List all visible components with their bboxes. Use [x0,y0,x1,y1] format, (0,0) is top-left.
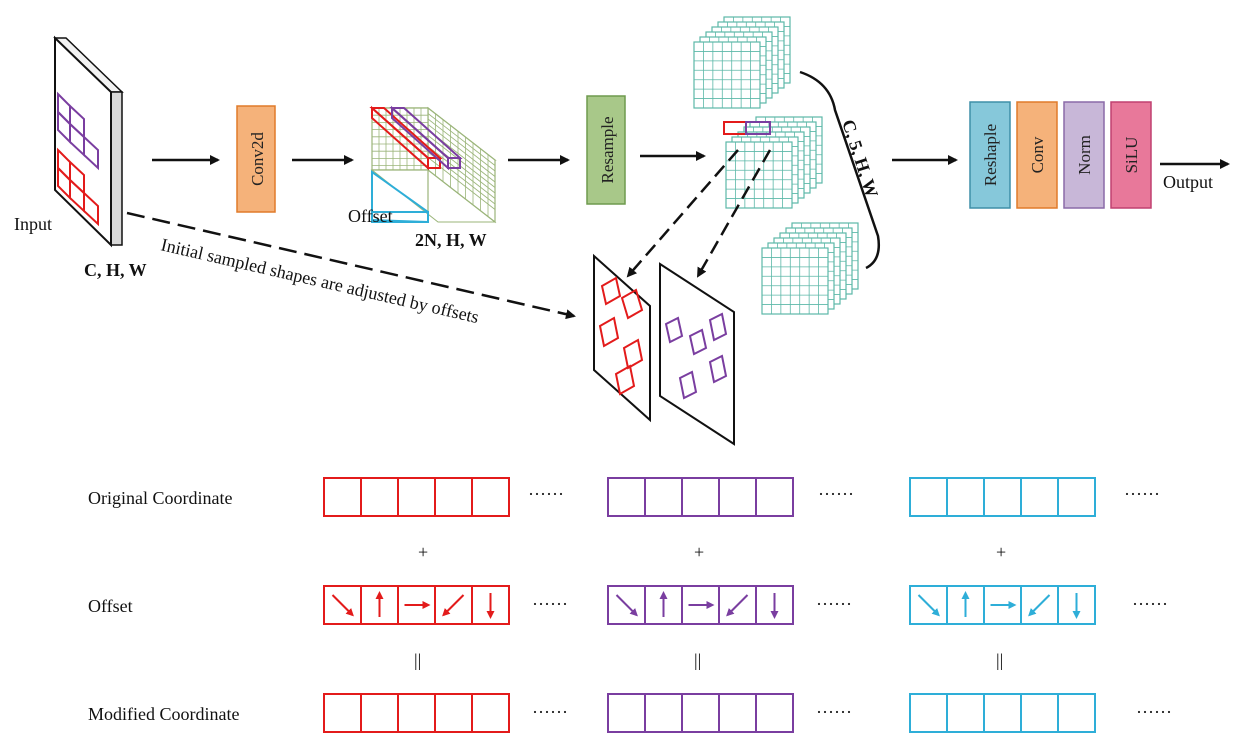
ellipsis-row3-c: ······ [1136,702,1172,722]
norm-block: Norm [1063,101,1105,209]
red-sampled-plane [593,253,651,423]
ellipsis-row2-c: ······ [1132,594,1168,614]
coordinate-cell [909,477,948,517]
row-label-original: Original Coordinate [88,488,232,508]
ellipsis-row1-a: ······ [528,484,564,504]
plus-sign-red: + [418,542,428,562]
coordinate-cell [946,693,985,733]
ellipsis-row2-b: ······ [816,594,852,614]
input-red-shape [57,147,99,227]
ellipsis-row1-c: ······ [1124,484,1160,504]
coordinate-cell [471,693,510,733]
coordinate-cell [1020,477,1059,517]
resampled-feature-stacks [693,16,859,315]
coordinate-cell [1057,477,1096,517]
coordinate-box-cyan-row2 [909,585,1096,625]
reshape-block: Reshaple [969,101,1011,209]
coordinate-cell [434,693,473,733]
equals-sign-red: || [414,650,421,670]
dashed-arrow-input-to-shapes [126,211,576,320]
coordinate-cell [323,693,362,733]
coordinate-cell [755,477,794,517]
coordinate-box-cyan-row3 [909,693,1096,733]
coordinate-cell [718,477,757,517]
arrow-down-left-icon [1028,594,1051,617]
equals-sign-cyan: || [996,650,1003,670]
coordinate-cell [681,693,720,733]
coordinate-cell [644,477,683,517]
coordinate-box-red-row1 [323,477,510,517]
coordinate-cell [755,693,794,733]
equals-sign-purple: || [694,650,701,670]
row-label-offset: Offset [88,596,133,616]
ellipsis-row3-b: ······ [816,702,852,722]
arrow-down-right-icon [331,594,354,617]
coordinate-cell [681,477,720,517]
coordinate-box-purple-row2 [607,585,794,625]
coordinate-cell [360,477,399,517]
arrow-down-left-icon [442,594,465,617]
stack-dims-label: C, 5, H, W [838,117,882,200]
coordinate-cell [983,477,1022,517]
norm-label: Norm [1075,135,1094,175]
coordinate-cell [397,477,436,517]
stack-layer [693,41,761,109]
coordinate-cell [946,477,985,517]
offset-dims-label: 2N, H, W [415,230,487,250]
dashed-arrow-to-purple-plane [696,149,772,278]
arrow-down-right-icon [615,594,638,617]
plus-sign-purple: + [694,542,704,562]
coordinate-cell [755,585,794,625]
conv2d-block: Conv2d [236,105,276,213]
conv2d-label: Conv2d [248,132,267,186]
coordinate-cell [607,477,646,517]
resample-block: Resample [586,95,626,205]
stack-bracket [799,70,880,270]
output-label: Output [1163,172,1213,192]
silu-label: SiLU [1122,137,1141,174]
input-purple-shape [57,91,99,171]
coordinate-cell [434,477,473,517]
coordinate-cell [471,477,510,517]
coordinate-box-red-row2 [323,585,510,625]
input-dims-label: C, H, W [84,260,147,280]
dashed-arrow-to-red-plane [626,149,739,278]
coordinate-cell [397,693,436,733]
ellipsis-row3-a: ······ [532,702,568,722]
coordinate-box-cyan-row1 [909,477,1096,517]
coordinate-cell [360,693,399,733]
coordinate-cell [644,693,683,733]
ellipsis-row2-a: ······ [532,594,568,614]
coordinate-cell [718,693,757,733]
stack-layer [761,247,829,315]
coordinate-cell [607,693,646,733]
plus-sign-cyan: + [996,542,1006,562]
stack-purple-highlight [745,121,771,135]
conv-label: Conv [1028,136,1047,173]
row-label-modified: Modified Coordinate [88,704,239,724]
coordinate-box-red-row3 [323,693,510,733]
input-feature-map [53,35,124,248]
offset-feature-grid [369,105,497,224]
coordinate-box-purple-row3 [607,693,794,733]
silu-block: SiLU [1110,101,1152,209]
arrow-down-left-icon [726,594,749,617]
input-label: Input [14,214,52,234]
coordinate-rows [323,477,1096,733]
coordinate-cell [909,693,948,733]
purple-sampled-plane [659,262,735,446]
arrow-down-right-icon [917,594,940,617]
conv-block: Conv [1016,101,1058,209]
reshape-label: Reshaple [981,124,1000,186]
coordinate-box-purple-row1 [607,477,794,517]
coordinate-cell [1020,693,1059,733]
offset-grid-label: Offset [348,206,393,226]
coordinate-cell [1057,693,1096,733]
coordinate-cell [323,477,362,517]
resample-label: Resample [598,116,617,183]
ellipsis-row1-b: ······ [818,484,854,504]
coordinate-cell [983,693,1022,733]
